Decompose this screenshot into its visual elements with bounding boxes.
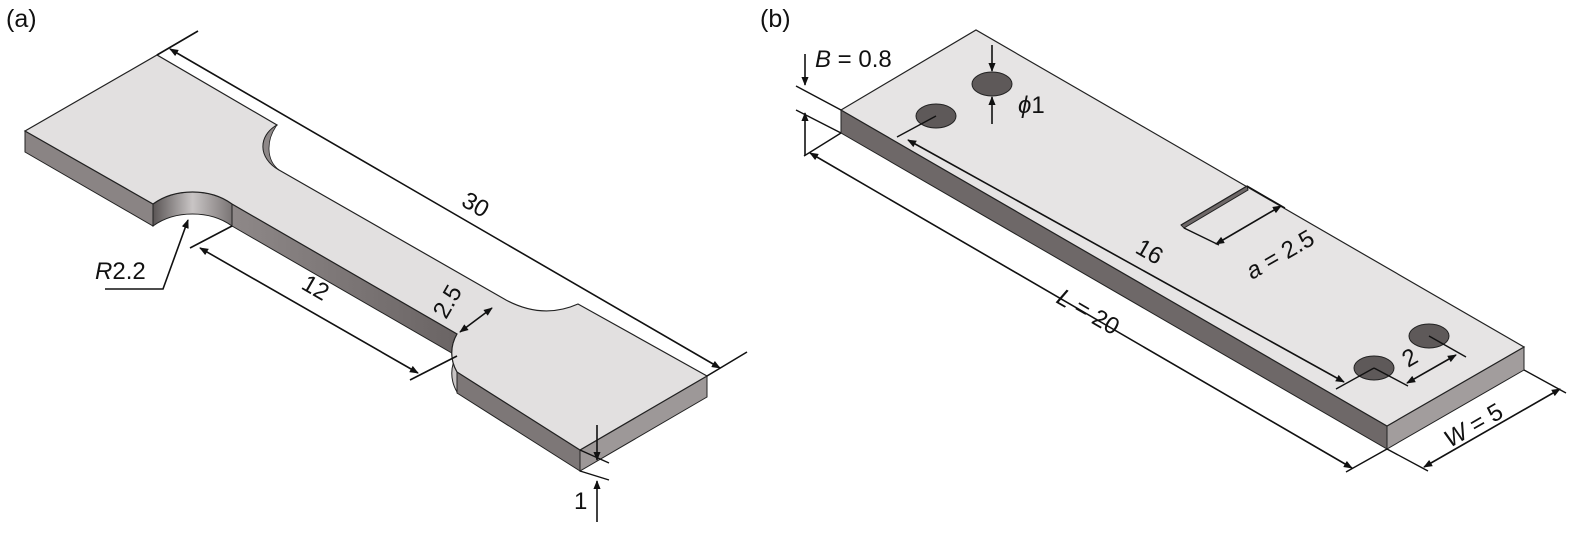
panel-b: (b) B = 0.8 ϕ1 1 <box>760 5 1567 473</box>
extension-line-30-left <box>156 30 199 56</box>
dimension-line-w <box>1423 388 1561 468</box>
dim-label-r2-2: R2.2 <box>95 258 146 285</box>
extension-line-l-right <box>1345 448 1388 473</box>
extension-line-a-left <box>1183 227 1220 246</box>
dimension-line-12 <box>199 247 419 374</box>
extension-line-12-right <box>409 355 458 381</box>
hole-left-back <box>971 71 1013 97</box>
extension-line-1-bottom <box>579 470 610 481</box>
dim-label-l: L = 20 <box>1052 284 1124 341</box>
extension-line-16-left <box>896 115 937 138</box>
plate-specimen <box>839 29 1526 450</box>
panel-a: (a) 30 12 2 <box>6 5 748 522</box>
extension-line-30-right <box>706 351 748 377</box>
extension-line-2-left <box>1373 367 1409 387</box>
dim-label-1: 1 <box>574 488 587 515</box>
dimension-line-2 <box>1406 354 1457 384</box>
extension-line-w-front <box>1386 448 1429 472</box>
extension-line-2-right <box>1428 335 1467 358</box>
extension-line-12-left <box>189 225 233 249</box>
dogbone-top-face <box>23 54 709 451</box>
extension-line-l-left <box>803 132 842 157</box>
extension-line-b-bottom <box>795 109 842 134</box>
extension-line-a-right <box>1246 185 1286 209</box>
dim-label-b: B = 0.8 <box>815 46 892 73</box>
dimension-line-2-5 <box>459 307 493 333</box>
dimension-line-30 <box>169 48 721 369</box>
panel-a-label: (a) <box>6 5 37 33</box>
dim-label-phi: ϕ1 <box>1018 92 1045 119</box>
dimension-line-a <box>1215 205 1282 245</box>
panel-b-label: (b) <box>760 5 791 33</box>
radius-leader-r2-2 <box>105 219 189 290</box>
dimension-line-l <box>809 152 1353 469</box>
extension-line-b-top <box>795 85 842 111</box>
